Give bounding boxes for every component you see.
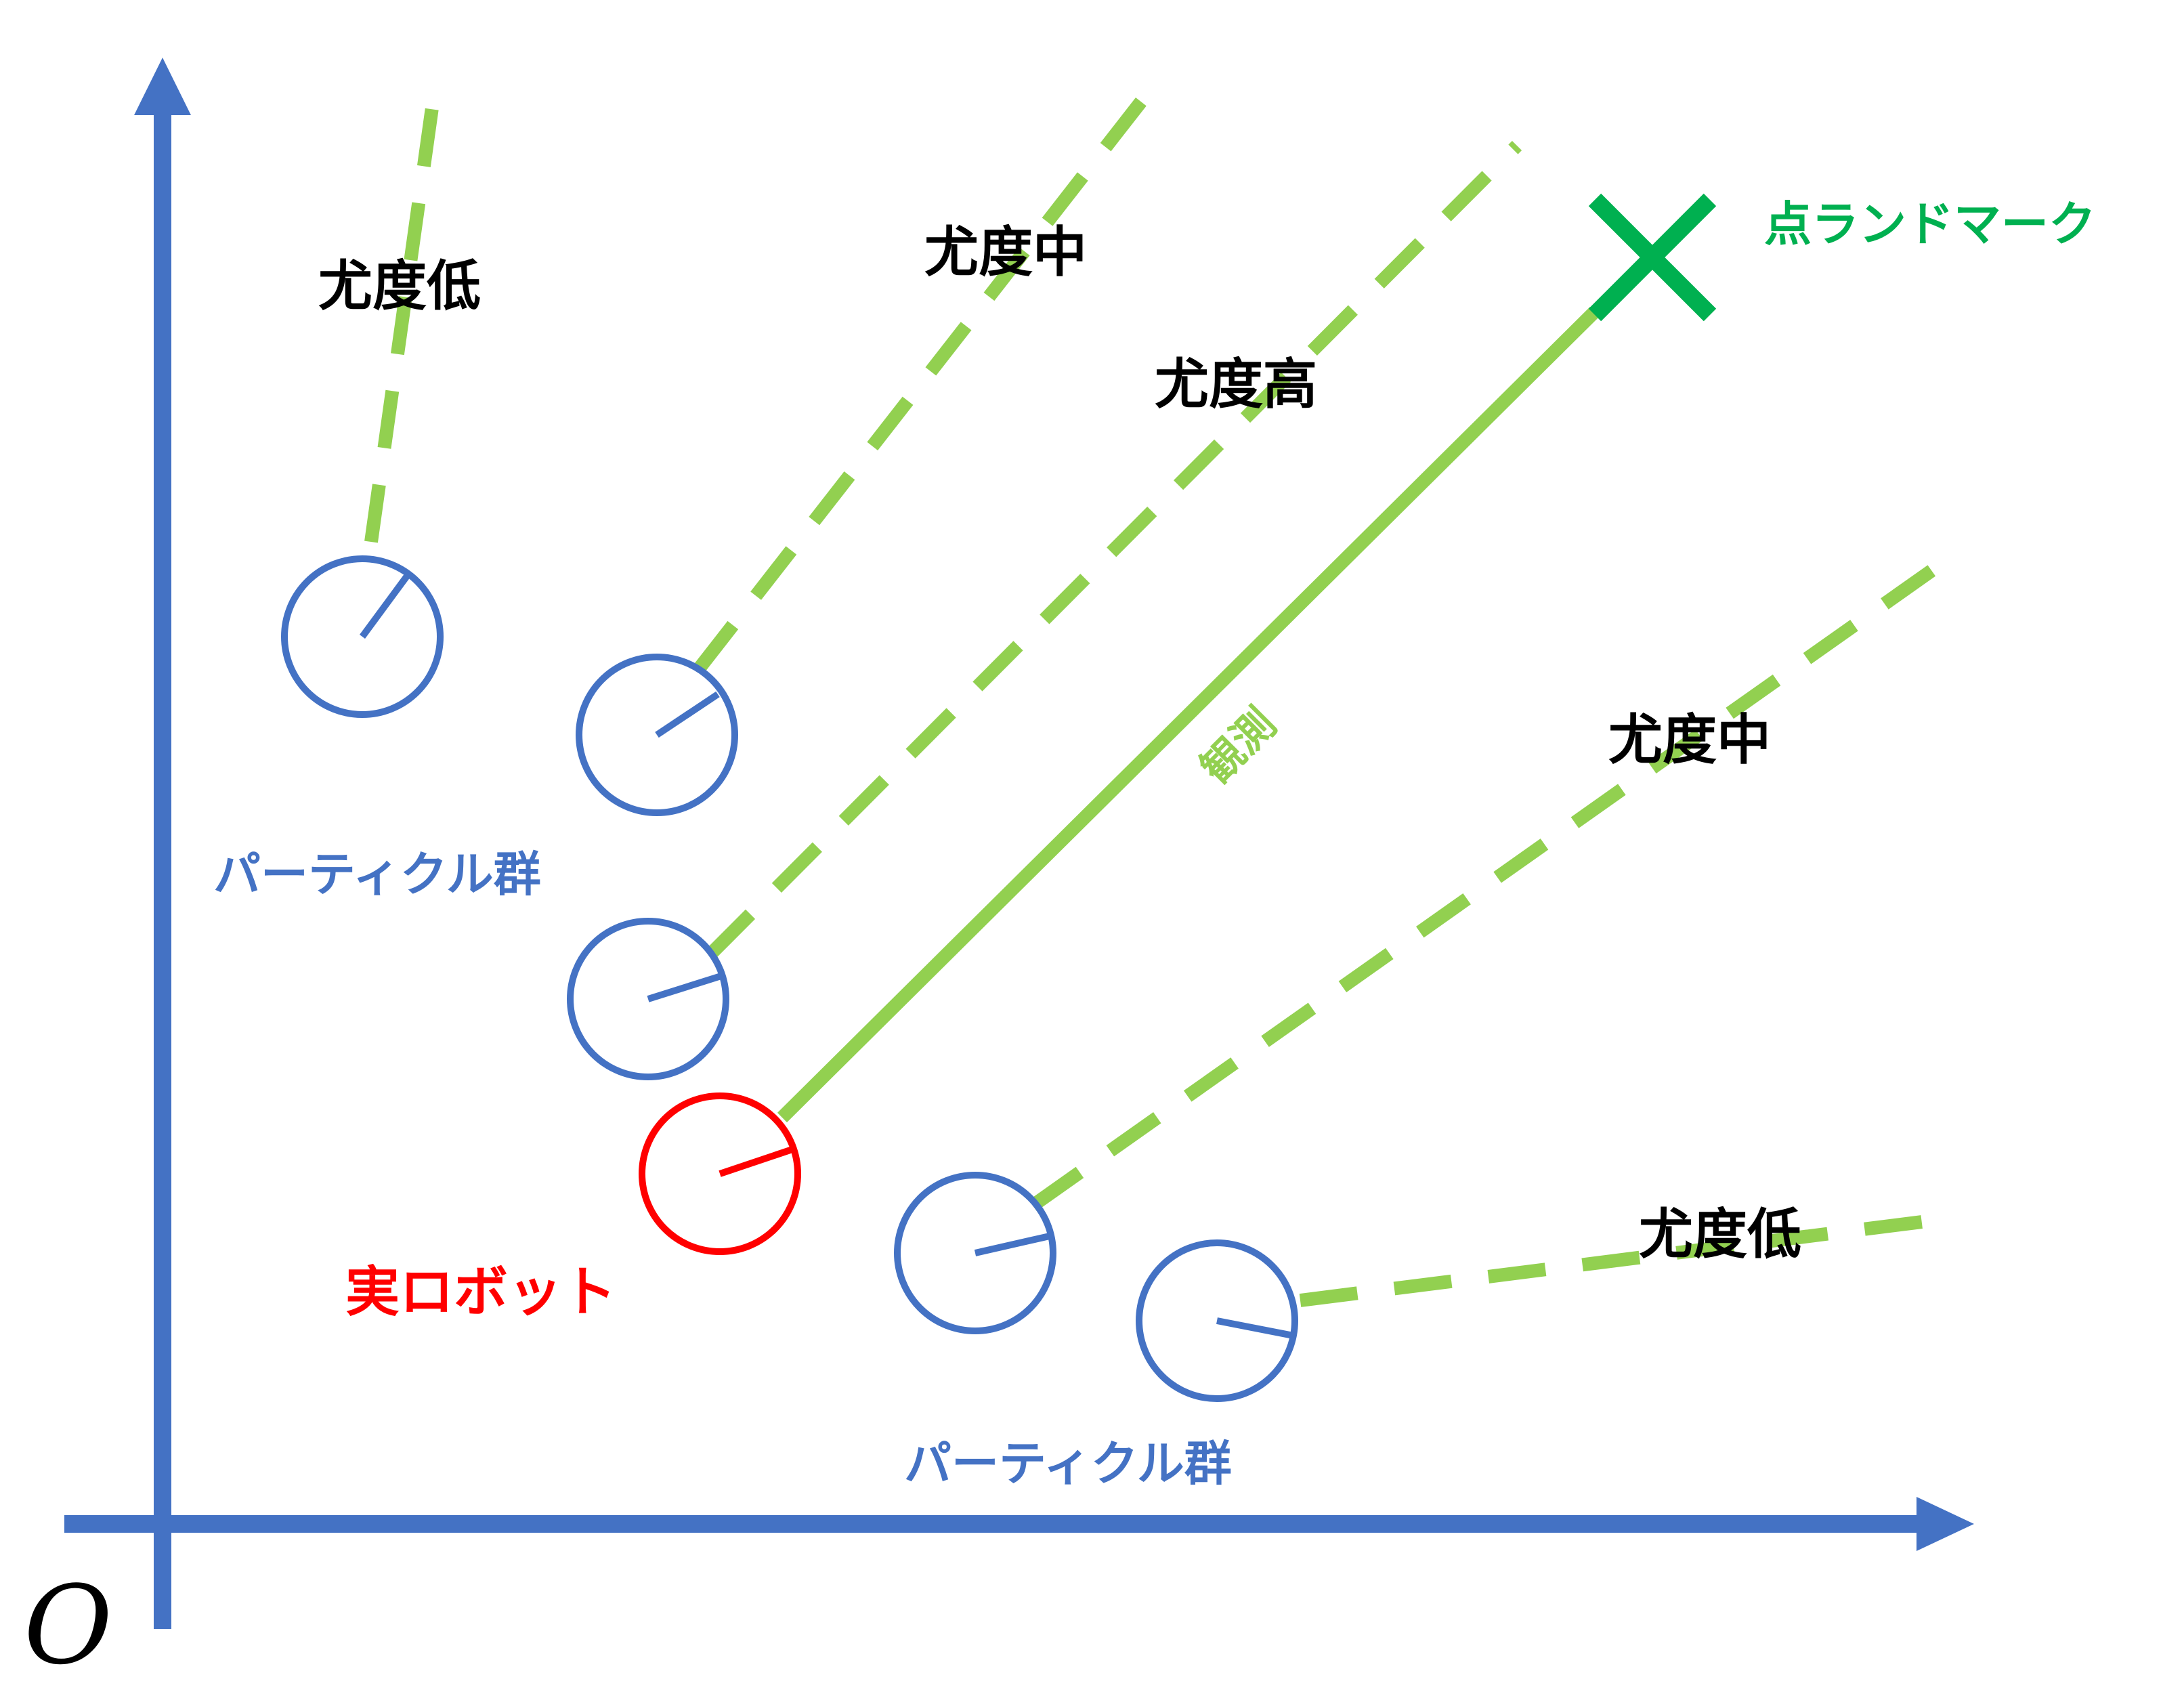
particle-5	[1136, 1239, 1298, 1402]
particle-3	[567, 918, 729, 1080]
axes	[64, 58, 1974, 1629]
particle-1	[281, 555, 444, 718]
observation-line	[777, 306, 1600, 1123]
ray-low-right	[1299, 1212, 1945, 1307]
particle-2	[576, 654, 738, 816]
lik-mid-right-label: 尤度中	[1608, 708, 1771, 771]
ray-mid-right	[1029, 556, 1948, 1212]
ray-high	[704, 140, 1522, 960]
real-robot	[639, 1092, 801, 1255]
particle-4	[894, 1172, 1056, 1334]
x-axis-arrowhead	[1917, 1497, 1974, 1551]
real-robot-label: 実ロボット	[345, 1260, 616, 1323]
origin-label: O	[24, 1562, 112, 1689]
observation-label: 観測	[1191, 698, 1285, 792]
landmark-label: 点ランドマーク	[1764, 196, 2096, 252]
ray-mid-top	[692, 75, 1163, 675]
lik-low-top-label: 尤度低	[318, 255, 481, 318]
lik-mid-top-label: 尤度中	[924, 221, 1087, 284]
particles	[281, 555, 1298, 1402]
lik-high-label: 尤度高	[1155, 353, 1317, 416]
particles-lower-label: パーティクル群	[904, 1436, 1232, 1491]
likelihood-rays	[364, 75, 1948, 1307]
lik-low-right-label: 尤度低	[1639, 1203, 1801, 1266]
landmark-x-icon	[1588, 193, 1717, 322]
ray-low-top	[364, 97, 440, 543]
particles-upper-label: パーティクル群	[213, 847, 541, 902]
y-axis-arrowhead	[134, 58, 191, 115]
